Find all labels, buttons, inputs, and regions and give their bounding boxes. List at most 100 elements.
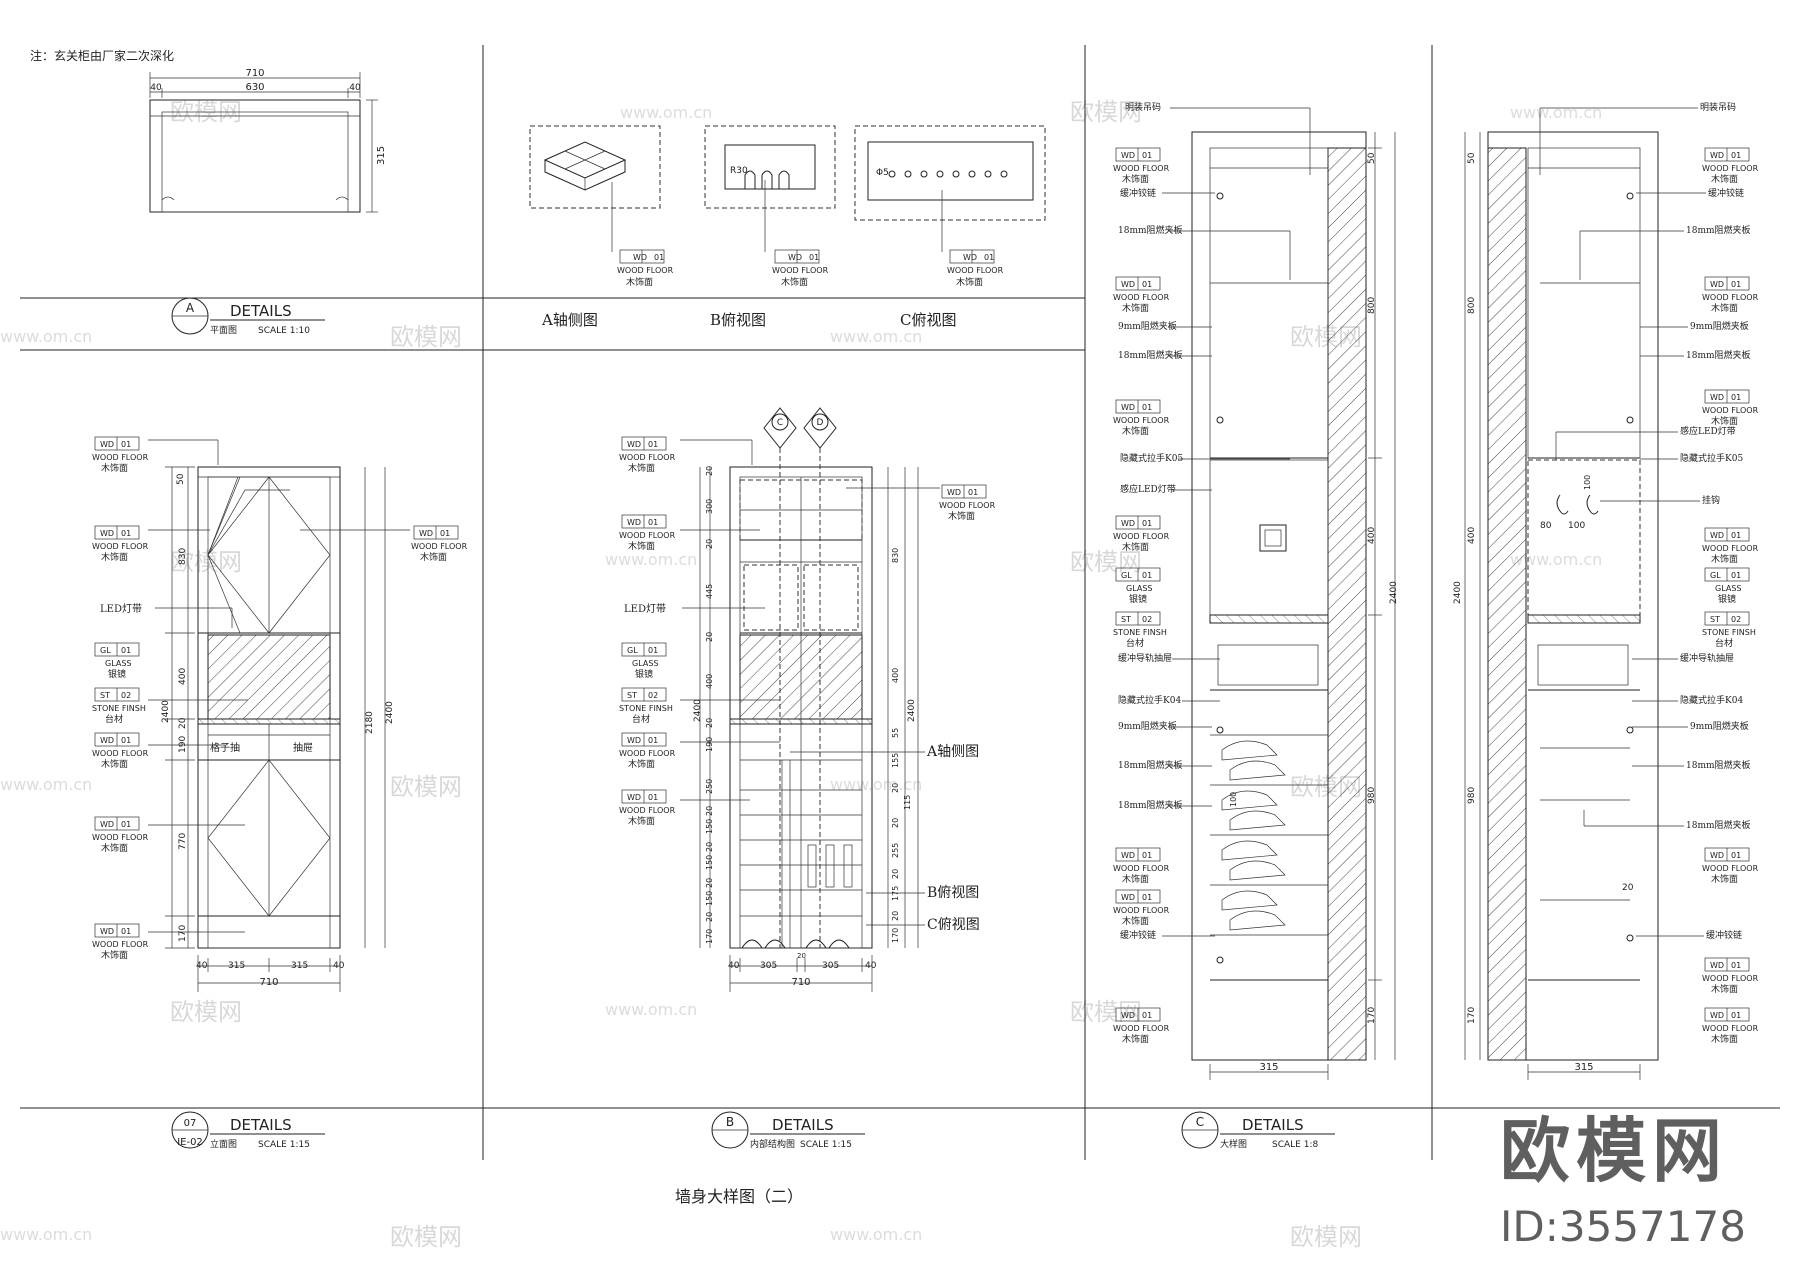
watermark-layer: 欧模网 www.om.cn 欧模网 www.om.cn www.om.cn 欧模…	[0, 98, 1602, 1251]
dim-label: 150	[705, 855, 714, 870]
tag-code: GL	[100, 646, 111, 655]
tag-num: 01	[440, 529, 450, 538]
title-scale: SCALE 1:10	[258, 326, 310, 336]
title-label: DETAILS	[230, 302, 292, 320]
tag-en: WOOD FLOOR	[1113, 532, 1170, 541]
dim-label: 305	[760, 961, 777, 971]
section-label: 18mm阻燃夹板	[1118, 759, 1183, 771]
tag-cn: 木饰面	[1122, 1033, 1149, 1045]
dim-label: 50	[1367, 152, 1377, 164]
elevation-1-title: 07 IE-02 DETAILS 立面图 SCALE 1:15	[171, 1111, 325, 1150]
tag-en: GLASS	[632, 659, 658, 668]
dim-label: 50	[1467, 152, 1477, 164]
section-label: 感应LED灯带	[1680, 425, 1736, 437]
section-label: 18mm阻燃夹板	[1686, 349, 1751, 361]
elevation-1: 格子抽 抽屉 LED灯带 50 830 400 20 190 770 170 2…	[92, 436, 468, 992]
section-marker: D	[817, 418, 824, 428]
tag-en: WOOD FLOOR	[92, 833, 149, 842]
tag-cn: 木饰面	[101, 842, 128, 854]
tag-code: WD	[963, 253, 977, 262]
tag-en: WOOD FLOOR	[92, 453, 149, 462]
dim-label: 305	[822, 961, 839, 971]
watermark-url: www.om.cn	[830, 775, 922, 794]
tag-en: WOOD FLOOR	[619, 531, 676, 540]
dim-label: 980	[1467, 787, 1477, 804]
section-label: 18mm阻燃夹板	[1686, 819, 1751, 831]
watermark-text: 欧模网	[1070, 98, 1142, 126]
tag-code: WD	[1710, 280, 1724, 289]
dim-label: 800	[1367, 297, 1377, 314]
tag-code: WD	[1121, 151, 1135, 160]
section-label: 18mm阻燃夹板	[1118, 799, 1183, 811]
tag-cn: 木饰面	[1711, 302, 1738, 314]
dim-label: 170	[178, 925, 188, 942]
dim-total: 2400	[161, 700, 171, 723]
dim-label: 175	[891, 886, 900, 901]
tag-code: WD	[1121, 1011, 1135, 1020]
title-label: DETAILS	[230, 1116, 292, 1134]
view-caption: A轴侧图	[541, 311, 598, 329]
tag-code: ST	[627, 691, 637, 700]
tag-cn: 台材	[105, 713, 123, 725]
tag-en: STONE FINSH	[92, 704, 146, 713]
tag-cn: 木饰面	[948, 510, 975, 522]
tag-en: WOOD FLOOR	[92, 542, 149, 551]
tag-cn: 木饰面	[628, 815, 655, 827]
tag-num: 01	[648, 518, 658, 527]
tag-en: WOOD FLOOR	[1113, 864, 1170, 873]
section-label: 18mm阻燃夹板	[1118, 224, 1183, 236]
title-label: DETAILS	[772, 1116, 834, 1134]
title-sub: 大样图	[1220, 1138, 1247, 1150]
dim-label: 20	[705, 632, 714, 642]
tag-num: 01	[1731, 151, 1741, 160]
watermark-text: 欧模网	[170, 548, 242, 576]
dim-label: 170	[1367, 1007, 1377, 1024]
tag-num: 01	[1731, 531, 1741, 540]
tag-num: 01	[1731, 280, 1741, 289]
watermark-url: www.om.cn	[605, 1000, 697, 1019]
section-label: 明装吊码	[1125, 101, 1161, 113]
section-label: 缓冲导轨抽屉	[1118, 652, 1172, 664]
tag-cn: 银镜	[108, 668, 126, 680]
tag-en: STONE FINSH	[619, 704, 673, 713]
tag-num: 01	[121, 927, 131, 936]
tag-num: 01	[1731, 393, 1741, 402]
dim-label: 315	[376, 146, 387, 165]
tag-code: GL	[1710, 571, 1721, 580]
tag-num: 01	[1142, 151, 1152, 160]
section-label: 挂钩	[1702, 494, 1720, 506]
tag-en: WOOD FLOOR	[1113, 293, 1170, 302]
tag-cn: 木饰面	[101, 949, 128, 961]
plan-view: 710 630 40 40 315	[149, 68, 387, 213]
dim-total: 2400	[385, 701, 395, 724]
elevation-2: C D LED灯带 A轴侧图 B俯视图 C俯视图 20 300 20 445 2…	[619, 407, 996, 992]
tag-cn: 木饰面	[626, 276, 653, 288]
dim-label: 800	[1467, 297, 1477, 314]
dim-total: 2180	[365, 711, 375, 734]
tag-num: 01	[1142, 1011, 1152, 1020]
title-sub: 立面图	[210, 1138, 237, 1150]
title-marker: C	[1196, 1115, 1204, 1129]
watermark-text: 欧模网	[1070, 548, 1142, 576]
watermark-text: 欧模网	[170, 998, 242, 1026]
dim-label: 710	[245, 68, 264, 79]
dim-label: 115	[903, 795, 912, 810]
dim-label: 20	[797, 952, 806, 960]
dim-label: 190	[705, 737, 714, 752]
dim-label: 400	[178, 668, 188, 685]
tag-en: WOOD FLOOR	[619, 806, 676, 815]
dim-label: 40	[333, 961, 345, 971]
led-label: LED灯带	[100, 603, 142, 615]
section-label: 缓冲铰链	[1708, 187, 1744, 199]
tag-code: WD	[100, 820, 114, 829]
tag-en: WOOD FLOOR	[1702, 544, 1759, 553]
tag-cn: 木饰面	[1711, 415, 1738, 427]
tag-code: WD	[1121, 893, 1135, 902]
watermark-url: www.om.cn	[0, 775, 92, 794]
dim-label: 40	[150, 83, 162, 93]
tag-num: 01	[1142, 519, 1152, 528]
tag-num: 01	[121, 646, 131, 655]
watermark-url: www.om.cn	[1510, 103, 1602, 122]
dim-label: 20	[891, 818, 900, 828]
watermark-url: www.om.cn	[605, 550, 697, 569]
